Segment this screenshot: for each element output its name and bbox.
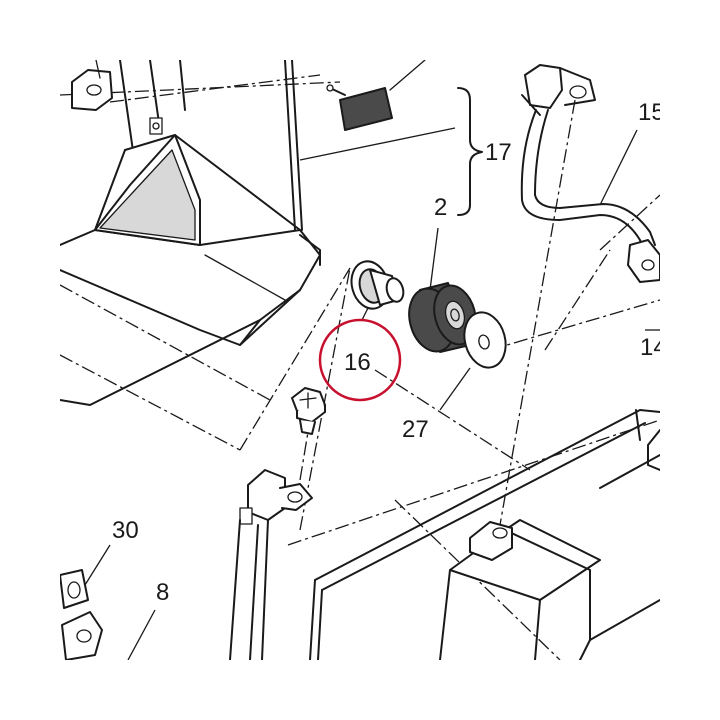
label-17: 17 (485, 139, 512, 166)
lower-frame-rail (229, 469, 313, 660)
label-16: 16 (344, 349, 371, 376)
drawing-area: 17 15 (60, 60, 667, 660)
part-30-clip: 30 (60, 517, 139, 609)
part-27-washer: 27 (402, 311, 507, 443)
chute-bracket-assembly (60, 60, 321, 406)
highlight-circle-16 (318, 318, 402, 402)
label-14: 14 (640, 334, 667, 361)
hex-bolt (291, 387, 326, 435)
part-14-housing: 14 (309, 329, 667, 660)
label-2: 2 (434, 194, 447, 221)
label-27: 27 (402, 416, 429, 443)
part-16-grommet (350, 260, 405, 321)
label-15: 15 (638, 99, 665, 126)
part-8-bracket: 8 (61, 579, 169, 660)
label-8: 8 (156, 579, 169, 606)
part-15-ground-cable: 15 (520, 64, 665, 283)
dash-dot-reference-lines (60, 74, 660, 660)
part-17-knob-pad: 17 (299, 60, 512, 216)
label-30: 30 (112, 517, 139, 544)
part-2-rubber-damper: 2 (408, 194, 477, 353)
